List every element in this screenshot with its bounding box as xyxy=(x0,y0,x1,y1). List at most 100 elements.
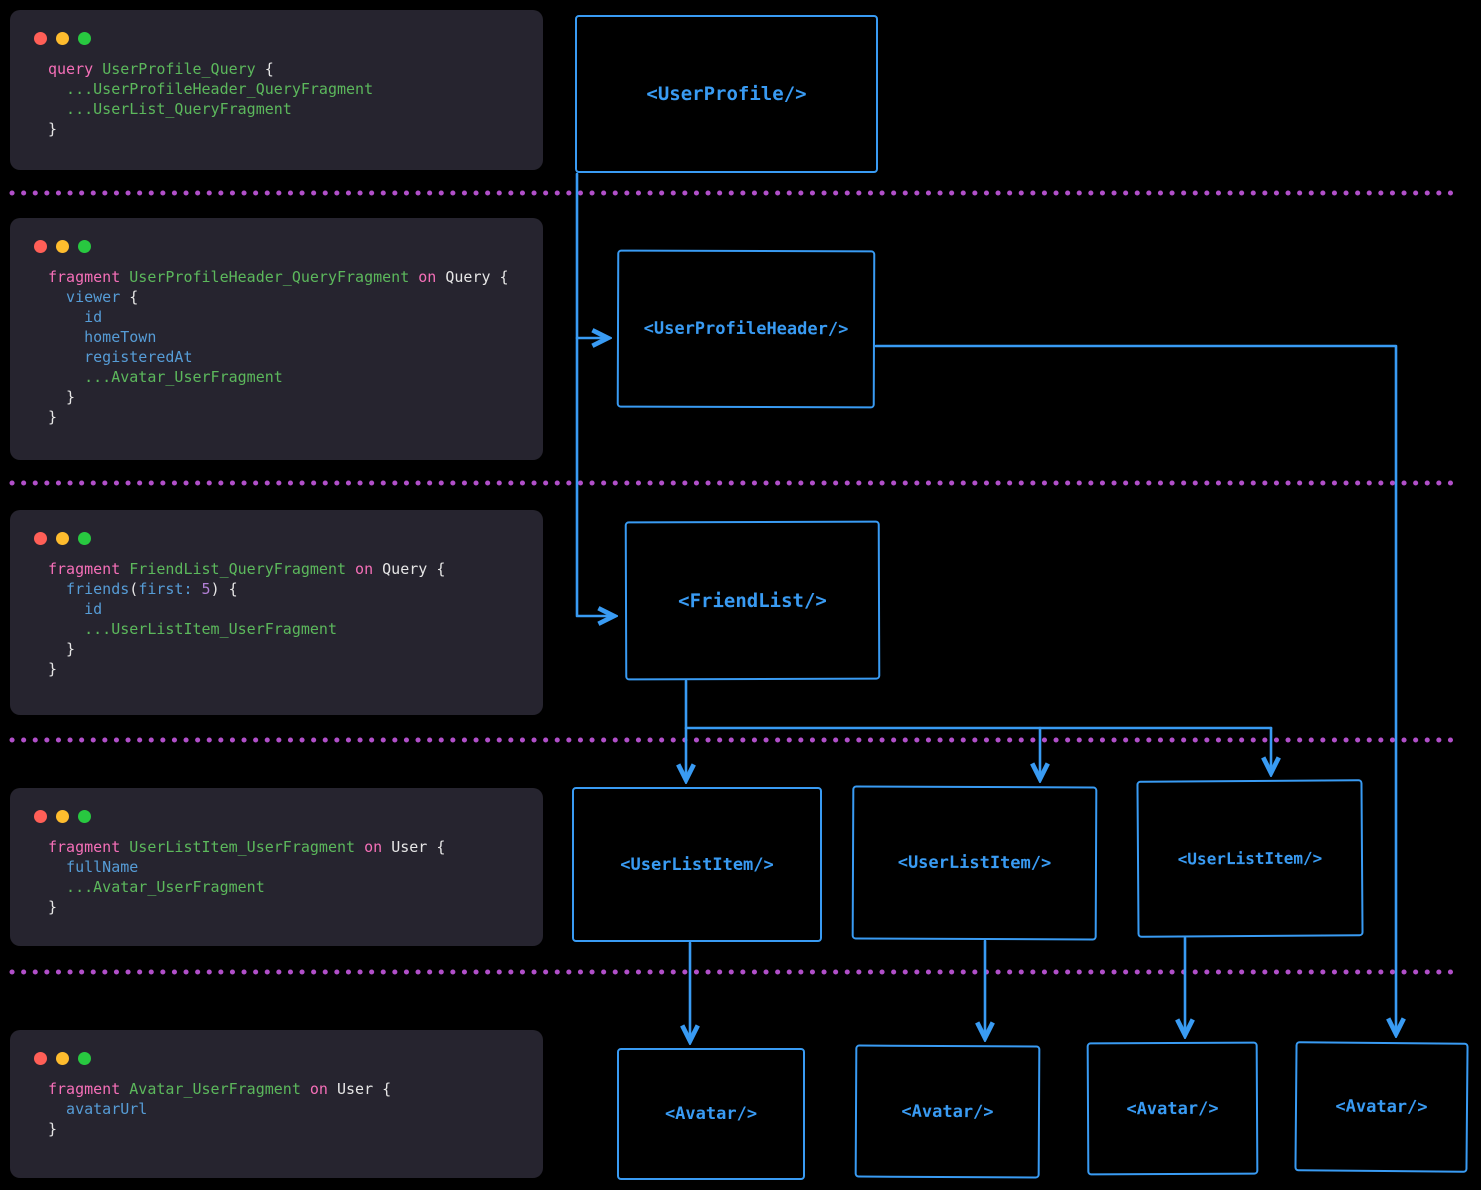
code-token: on xyxy=(409,268,446,286)
code-token: { xyxy=(490,268,509,286)
code-token: Avatar_UserFragment xyxy=(129,1080,301,1098)
component-box-userprofileheader: <UserProfileHeader/> xyxy=(616,249,876,409)
code-token: on xyxy=(346,560,383,578)
code-panel-userlistitem-fragment: fragment UserListItem_UserFragment on Us… xyxy=(10,788,543,946)
zoom-icon xyxy=(78,240,91,253)
code-token: { xyxy=(120,288,139,306)
component-label-userprofile: <UserProfile/> xyxy=(646,83,807,105)
component-label-userlistitem: <UserListItem/> xyxy=(620,854,774,875)
component-box-friendlist: <FriendList/> xyxy=(624,520,881,681)
code-panel-avatar-fragment: fragment Avatar_UserFragment on User { a… xyxy=(10,1030,543,1178)
zoom-icon xyxy=(78,32,91,45)
code-line: fragment UserListItem_UserFragment on Us… xyxy=(48,837,543,857)
code-token: homeTown xyxy=(48,328,157,346)
code-token: } xyxy=(48,640,76,658)
window-controls xyxy=(34,32,543,45)
close-icon xyxy=(34,240,47,253)
component-label-avatar: <Avatar/> xyxy=(664,1104,758,1124)
component-box-userlistitem-1: <UserListItem/> xyxy=(572,787,822,942)
component-label-avatar: <Avatar/> xyxy=(901,1101,994,1122)
code-token: ...UserList_QueryFragment xyxy=(48,100,292,118)
minimize-icon xyxy=(56,1052,69,1065)
code-line: ...Avatar_UserFragment xyxy=(48,367,543,387)
code-line: viewer { xyxy=(48,287,543,307)
code-token: UserListItem_UserFragment xyxy=(129,838,356,856)
code-token: } xyxy=(48,120,58,138)
code-token: id xyxy=(48,600,103,618)
code-line: homeTown xyxy=(48,327,543,347)
code-line: fragment UserProfileHeader_QueryFragment… xyxy=(48,267,543,287)
code-token: } xyxy=(48,408,58,426)
component-label-avatar: <Avatar/> xyxy=(1335,1096,1428,1118)
code-token: registeredAt xyxy=(48,348,193,366)
code-token: Query xyxy=(382,560,428,578)
code-block-userlistitem-fragment: fragment UserListItem_UserFragment on Us… xyxy=(34,837,543,917)
code-block-query: query UserProfile_Query { ...UserProfile… xyxy=(34,59,543,139)
component-box-avatar-2: <Avatar/> xyxy=(854,1044,1041,1179)
code-line: ...UserProfileHeader_QueryFragment xyxy=(48,79,543,99)
minimize-icon xyxy=(56,240,69,253)
code-block-friendlist-fragment: fragment FriendList_QueryFragment on Que… xyxy=(34,559,543,679)
code-token: Query xyxy=(445,268,491,286)
component-box-avatar-1: <Avatar/> xyxy=(617,1048,805,1180)
code-token: { xyxy=(255,60,274,78)
code-token: ...Avatar_UserFragment xyxy=(48,368,283,386)
code-token: User xyxy=(391,838,428,856)
code-panel-friendlist-fragment: fragment FriendList_QueryFragment on Que… xyxy=(10,510,543,715)
zoom-icon xyxy=(78,810,91,823)
code-line: ...UserListItem_UserFragment xyxy=(48,619,543,639)
code-token: fragment xyxy=(48,268,130,286)
code-line: } xyxy=(48,659,543,679)
code-token: User xyxy=(337,1080,374,1098)
close-icon xyxy=(34,810,47,823)
code-token: id xyxy=(48,308,103,326)
component-label-userprofileheader: <UserProfileHeader/> xyxy=(643,318,849,340)
code-token: } xyxy=(48,388,76,406)
code-token: { xyxy=(219,580,238,598)
code-line: ...Avatar_UserFragment xyxy=(48,877,543,897)
code-token: fragment xyxy=(48,1080,130,1098)
code-line: fragment Avatar_UserFragment on User { xyxy=(48,1079,543,1099)
component-box-userprofile: <UserProfile/> xyxy=(575,15,878,173)
close-icon xyxy=(34,532,47,545)
code-token: ) xyxy=(210,580,220,598)
minimize-icon xyxy=(56,32,69,45)
window-controls xyxy=(34,1052,543,1065)
code-panel-userprofileheader-fragment: fragment UserProfileHeader_QueryFragment… xyxy=(10,218,543,460)
code-line: } xyxy=(48,1119,543,1139)
code-token: ( xyxy=(129,580,139,598)
close-icon xyxy=(34,1052,47,1065)
code-token: FriendList_QueryFragment xyxy=(129,560,347,578)
code-line: } xyxy=(48,407,543,427)
code-token: { xyxy=(427,838,446,856)
code-token: query xyxy=(48,60,103,78)
code-token: on xyxy=(355,838,392,856)
component-box-avatar-4: <Avatar/> xyxy=(1294,1041,1469,1173)
component-label-friendlist: <FriendList/> xyxy=(678,589,827,612)
zoom-icon xyxy=(78,532,91,545)
code-block-avatar-fragment: fragment Avatar_UserFragment on User { a… xyxy=(34,1079,543,1139)
code-line: registeredAt xyxy=(48,347,543,367)
code-token: fragment xyxy=(48,560,130,578)
code-token: fragment xyxy=(48,838,130,856)
code-token: friends xyxy=(48,580,130,598)
code-line: friends(first: 5) { xyxy=(48,579,543,599)
component-label-avatar: <Avatar/> xyxy=(1126,1098,1219,1119)
component-box-userlistitem-2: <UserListItem/> xyxy=(851,785,1098,941)
code-line: id xyxy=(48,307,543,327)
code-panel-query: query UserProfile_Query { ...UserProfile… xyxy=(10,10,543,170)
zoom-icon xyxy=(78,1052,91,1065)
component-box-userlistitem-3: <UserListItem/> xyxy=(1136,779,1364,938)
code-token: first: xyxy=(138,580,193,598)
code-line: fragment FriendList_QueryFragment on Que… xyxy=(48,559,543,579)
code-line: query UserProfile_Query { xyxy=(48,59,543,79)
code-token: ...Avatar_UserFragment xyxy=(48,878,265,896)
component-box-avatar-3: <Avatar/> xyxy=(1086,1041,1259,1176)
close-icon xyxy=(34,32,47,45)
code-line: } xyxy=(48,387,543,407)
code-token: } xyxy=(48,1120,58,1138)
code-token: { xyxy=(427,560,446,578)
code-token: 5 xyxy=(201,580,211,598)
code-token: ...UserProfileHeader_QueryFragment xyxy=(48,80,374,98)
code-line: } xyxy=(48,897,543,917)
